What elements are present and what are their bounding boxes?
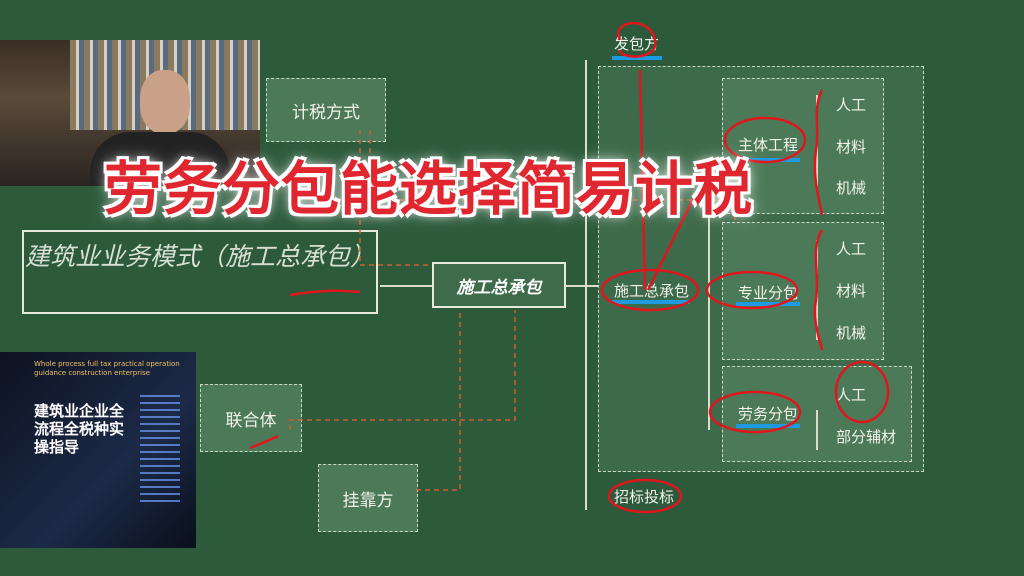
specialty-item: 材料 [836,282,867,300]
gc-tag: 施工总承包 [432,262,566,308]
labor-item: 人工 [836,386,867,404]
specialty-sub-node: 专业分包 [738,284,799,302]
presenter-body [90,132,230,186]
labor-sub-node: 劳务分包 [738,405,799,423]
labor-item: 部分辅材 [836,428,897,446]
connector [816,410,818,450]
affiliated-box: 挂靠方 [318,464,418,532]
main-works-node: 主体工程 [738,136,799,154]
business-mode-box: 建筑业业务模式（施工总承包） [22,230,378,314]
specialty-item: 机械 [836,324,867,342]
consortium-box: 联合体 [200,384,302,452]
tax-method-box: 计税方式 [266,78,386,142]
main-item: 材料 [836,138,867,156]
book-title: 建筑业企业全流程全税种实操指导 [34,402,125,456]
building-illustration [140,392,180,502]
bidding-label: 招标投标 [614,488,675,506]
employer-label: 发包方 [614,35,660,53]
caption-overlay: 劳务分包能选择简易计税 [104,155,754,223]
book-title-en: Whole process full tax practical operati… [34,360,180,377]
webcam-video [0,40,260,186]
main-item: 人工 [836,96,867,114]
general-contract-node: 施工总承包 [614,282,690,300]
presenter-face [140,70,190,134]
main-item: 机械 [836,179,867,197]
specialty-box [722,222,884,360]
book-cover: Whole process full tax practical operati… [0,352,196,548]
dashed-links [289,130,736,491]
connector [380,285,432,287]
specialty-item: 人工 [836,240,867,258]
red-annotations [249,21,890,514]
business-mode-text: 建筑业业务模式（施工总承包） [24,242,375,271]
